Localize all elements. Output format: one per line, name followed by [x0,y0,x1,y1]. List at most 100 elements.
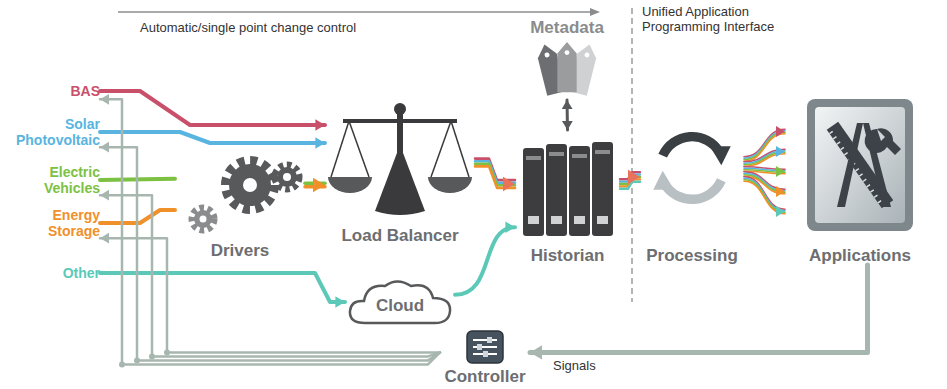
connector [562,100,573,130]
connector [100,91,325,131]
scale-icon-part [349,121,369,177]
books-icon [515,130,620,240]
gears-icon-part [229,164,271,206]
connector-line [455,227,515,295]
tags-icon-part [544,52,550,58]
arrow-head [776,126,785,137]
scale-icon [325,95,475,220]
component-label: Historian [531,246,605,265]
arrow-head [100,190,109,201]
source-name: Other [0,265,100,281]
tags-icon [522,40,612,100]
arrow-head [776,166,785,177]
controller-icon-part [467,331,503,363]
change-control-arrow [118,11,592,13]
tools-icon-part [837,123,863,207]
books-icon-part [597,216,608,224]
source-name: BAS [0,83,100,99]
component-label: Applications [809,246,911,265]
arrow-head [628,170,640,184]
arrow-head [313,178,325,192]
component-label: Load Balancer [341,226,458,245]
tags-icon-part [557,42,576,92]
tools-icon [785,95,935,235]
books-icon-part [569,146,590,236]
junction-dot [149,353,155,359]
scale-icon-part [394,103,406,115]
connector [475,159,515,192]
books-icon-part [551,216,562,224]
edge-label: Signals [550,358,599,373]
connector [620,170,640,189]
books-icon-part [572,154,587,158]
gears-icon-part [194,210,212,228]
scale-icon-part [328,177,372,193]
annotation: Automatic/single point change control [140,20,470,35]
gears-icon-part [275,165,299,189]
gears-icon-part [200,216,207,223]
scale-icon-part [331,121,349,177]
component-box: Metadata [522,18,612,100]
controller-icon-part [473,346,497,348]
books-icon-part [574,216,585,224]
connector-line [744,154,785,167]
arrow-head [335,296,345,308]
component-box: Drivers [175,135,305,260]
arrow-head [505,221,515,233]
arrow-head [315,119,325,131]
controller-icon-part [483,351,488,357]
connector [305,178,325,192]
cloud-shape-part [350,282,450,324]
source-label-box: Electric Vehicles [0,160,100,200]
arrow-head [776,206,785,217]
controller-icon [440,330,530,364]
connector [455,221,515,294]
source-name: Solar Photovoltaic [0,116,100,148]
tags-icon-part [565,50,570,55]
arrow-head [100,94,109,105]
gears-icon [175,135,305,235]
books-icon-part [546,144,567,236]
arrow-head [562,121,573,130]
component-box: Historian [515,130,620,265]
controller-icon-part [477,344,482,350]
arrow-head [100,233,109,244]
api-boundary [631,8,633,302]
source-label-box: BAS [0,80,100,102]
connector [100,190,440,360]
junction-dot [119,361,125,367]
component-box: Cloud [345,278,455,326]
gears-icon-part [226,161,274,209]
connector-line [100,195,440,356]
gears-icon-part [283,173,291,181]
arrow-head [315,137,325,149]
component-box: Load Balancer [325,95,475,245]
cycle-icon-part [710,146,731,165]
tools-icon-part [865,128,901,155]
cycle-icon-part [665,180,722,199]
books-icon-part [549,152,564,156]
scale-icon-part [451,121,469,177]
tags-icon-part [557,42,576,92]
scale-icon-part [343,119,457,123]
arrow-head [100,142,109,153]
source-name: Electric Vehicles [0,164,100,196]
books-icon-part [592,142,613,236]
connector-line [100,132,325,143]
connector [100,142,440,364]
books-icon-part [523,148,544,236]
connector [530,265,868,360]
tools-icon-part [815,107,905,223]
scale-icon-part [431,121,451,177]
books-icon-part [595,150,610,154]
source-label-box: Solar Photovoltaic [0,112,100,152]
cycle-icon [640,105,744,230]
arrow-head [590,8,600,16]
gears-icon-part [243,178,257,192]
annotation: Unified Application Programming Interfac… [642,4,822,34]
gears-icon-part [192,208,214,230]
source-label-box: Other [0,262,100,284]
component-label: Controller [444,367,525,386]
source-name: Energy Storage [0,207,100,239]
